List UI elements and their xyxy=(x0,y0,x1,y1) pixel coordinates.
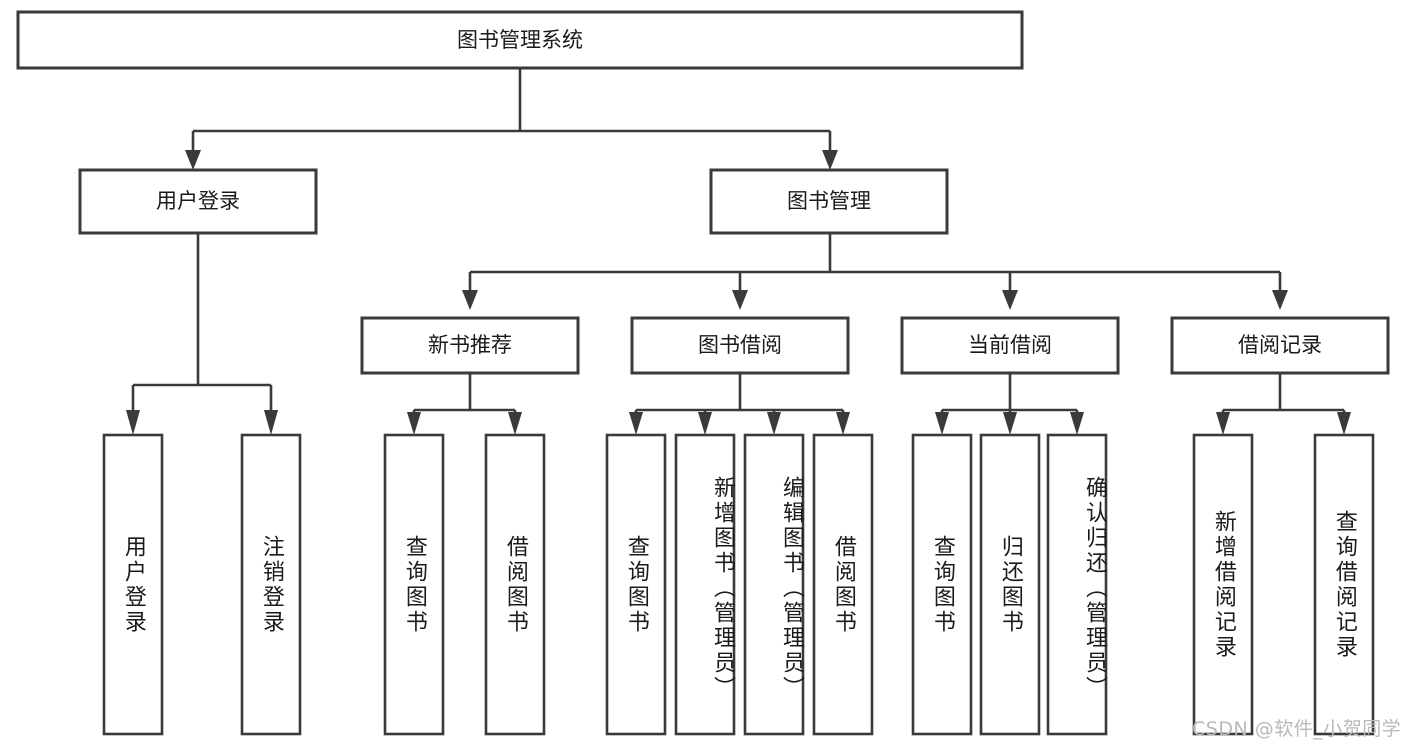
node-leaf-current-borrow-2[interactable] xyxy=(979,433,1041,736)
node-leaf-book-borrow-1[interactable] xyxy=(605,433,667,736)
node-leaf-new-book-2[interactable] xyxy=(484,433,546,736)
arrowhead-br-leaf-2 xyxy=(1337,412,1351,435)
node-borrow-record-label: 借阅记录 xyxy=(1238,333,1322,357)
node-book-manage-label: 图书管理 xyxy=(787,189,871,213)
node-leaf-new-book-1[interactable] xyxy=(383,433,445,736)
node-leaf-current-borrow-1[interactable] xyxy=(911,433,973,736)
arrowhead-ul-leaf-2 xyxy=(264,410,278,435)
arrowhead-cb-leaf-2 xyxy=(1003,412,1017,435)
node-book-manage[interactable] xyxy=(709,168,949,235)
arrowhead-br-leaf-1 xyxy=(1216,412,1230,435)
arrowhead-bb-leaf-2 xyxy=(698,412,712,435)
arrowhead-nb-leaf-2 xyxy=(508,412,522,435)
arrowhead-bb-leaf-3 xyxy=(767,412,781,435)
arrowhead-book-borrow xyxy=(732,290,748,310)
node-leaf-book-borrow-2[interactable] xyxy=(674,433,736,736)
node-leaf-current-borrow-3[interactable] xyxy=(1046,433,1108,736)
connectors-root-to-level1 xyxy=(185,68,838,170)
node-leaf-book-borrow-3[interactable] xyxy=(743,433,805,736)
arrowhead-book-manage xyxy=(822,150,838,170)
csdn-watermark: CSDN @软件_小贺同学 xyxy=(1192,718,1402,740)
node-user-login[interactable] xyxy=(78,168,318,235)
arrowhead-cb-leaf-1 xyxy=(935,412,949,435)
arrowhead-cb-leaf-3 xyxy=(1070,412,1084,435)
node-root-label: 图书管理系统 xyxy=(457,28,583,52)
node-leaf-book-borrow-4[interactable] xyxy=(812,433,874,736)
connectors-book-borrow-to-leaves xyxy=(629,373,850,435)
arrowhead-borrow-record xyxy=(1272,290,1288,310)
connectors-book-manage-to-level2 xyxy=(462,233,1288,310)
node-leaf-borrow-record-2[interactable] xyxy=(1313,433,1375,736)
connectors-borrow-record-to-leaves xyxy=(1216,373,1351,435)
node-root[interactable] xyxy=(16,10,1024,70)
node-book-borrow[interactable] xyxy=(630,316,850,375)
arrowhead-bb-leaf-1 xyxy=(629,412,643,435)
node-user-login-label: 用户登录 xyxy=(156,189,240,213)
node-leaf-user-login-1[interactable] xyxy=(102,433,164,736)
arrowhead-bb-leaf-4 xyxy=(836,412,850,435)
node-borrow-record[interactable] xyxy=(1170,316,1390,375)
arrowhead-nb-leaf-1 xyxy=(407,412,421,435)
arrowhead-new-book xyxy=(462,290,478,310)
node-book-borrow-label: 图书借阅 xyxy=(698,333,782,357)
connectors-new-book-to-leaves xyxy=(407,373,522,435)
arrowhead-user-login xyxy=(185,150,201,170)
arrowhead-current-borrow xyxy=(1002,290,1018,310)
node-new-book-label: 新书推荐 xyxy=(428,333,512,357)
node-current-borrow-label: 当前借阅 xyxy=(968,333,1052,357)
node-leaf-borrow-record-1[interactable] xyxy=(1192,433,1254,736)
node-new-book[interactable] xyxy=(360,316,580,375)
connectors-current-borrow-to-leaves xyxy=(935,373,1084,435)
connectors-user-login-to-leaves xyxy=(126,233,278,435)
node-current-borrow[interactable] xyxy=(900,316,1120,375)
arrowhead-ul-leaf-1 xyxy=(126,410,140,435)
node-leaf-user-login-2[interactable] xyxy=(240,433,302,736)
